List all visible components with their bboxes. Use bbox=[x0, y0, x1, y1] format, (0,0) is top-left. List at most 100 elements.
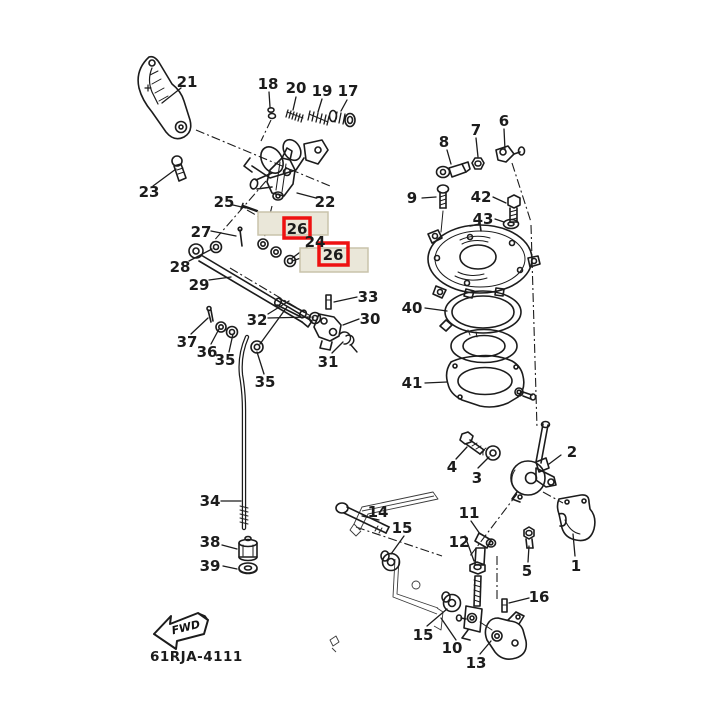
part-callout-15: 15 bbox=[392, 519, 413, 537]
part-39-washer bbox=[238, 562, 258, 575]
part-34-throttle-rod bbox=[238, 334, 250, 531]
part-40-retaining-ring bbox=[439, 290, 522, 338]
part-callout-43: 43 bbox=[473, 210, 494, 228]
part-38-nut bbox=[238, 535, 258, 562]
fwd-direction-arrow: FWD bbox=[153, 612, 209, 650]
highlight-layer: 26 26 bbox=[257, 211, 369, 273]
part-37-cotter-pin bbox=[206, 305, 214, 323]
part-callout-13: 13 bbox=[466, 654, 487, 672]
part-18-pin bbox=[267, 107, 277, 120]
part-callout-35: 35 bbox=[255, 373, 276, 391]
part-12-nut bbox=[469, 561, 486, 575]
part-callout-23: 23 bbox=[139, 183, 160, 201]
part-callout-20: 20 bbox=[286, 79, 307, 97]
part-30-link-joint bbox=[313, 313, 342, 351]
part-callout-2: 2 bbox=[567, 443, 577, 461]
part-33-pin bbox=[325, 294, 332, 310]
part-callout-1: 1 bbox=[571, 557, 581, 575]
part-43-washer bbox=[502, 218, 520, 230]
part-callout-22: 22 bbox=[315, 193, 336, 211]
highlight-target-box[interactable] bbox=[317, 241, 350, 267]
highlight-band bbox=[299, 247, 369, 273]
part-1-cam-bracket bbox=[556, 494, 596, 542]
part-15-bushing-a bbox=[380, 550, 401, 572]
part-callout-3: 3 bbox=[472, 469, 482, 487]
part-27-pin bbox=[237, 226, 243, 247]
part-callout-34: 34 bbox=[200, 492, 221, 510]
highlighted-part-callout: 26 bbox=[323, 246, 344, 264]
part-29-link-rod bbox=[188, 243, 313, 328]
highlighted-callout-26-1[interactable]: 26 bbox=[257, 211, 329, 240]
part-callout-9: 9 bbox=[407, 189, 417, 207]
part-callout-7: 7 bbox=[471, 121, 481, 139]
part-callout-39: 39 bbox=[200, 557, 221, 575]
part-10-adjuster-rod-clamp bbox=[455, 575, 493, 641]
figure-code: 61RJA-4111 bbox=[150, 649, 243, 665]
part-callout-32: 32 bbox=[247, 311, 268, 329]
part-16-pin bbox=[501, 598, 508, 613]
part-callout-40: 40 bbox=[402, 299, 423, 317]
part-23-bolt bbox=[171, 155, 187, 182]
highlighted-callout-26-2[interactable]: 26 bbox=[299, 241, 369, 273]
highlight-target-box[interactable] bbox=[282, 216, 312, 240]
part-13-lever-bracket bbox=[484, 611, 528, 660]
part-callout-15: 15 bbox=[413, 626, 434, 644]
part-35-washer-b bbox=[250, 340, 264, 354]
part-callout-30: 30 bbox=[360, 310, 381, 328]
part-36-washer bbox=[215, 321, 227, 333]
part-callout-42: 42 bbox=[471, 188, 492, 206]
part-callout-14: 14 bbox=[368, 503, 389, 521]
part-callout-33: 33 bbox=[358, 288, 379, 306]
part-callout-21: 21 bbox=[177, 73, 198, 91]
part-20-spring bbox=[285, 109, 304, 123]
part-callout-24: 24 bbox=[305, 233, 326, 251]
part-5-bolt bbox=[523, 526, 535, 549]
part-25-screw bbox=[240, 202, 259, 213]
part-22-bell-crank bbox=[249, 147, 296, 201]
control-plate bbox=[427, 223, 541, 299]
part-26-bushing-a bbox=[257, 238, 269, 250]
part-24-bushing bbox=[270, 246, 282, 258]
gasket-ring bbox=[450, 328, 518, 364]
part-35-washer-a bbox=[225, 325, 239, 339]
part-41-base-bracket bbox=[445, 354, 537, 408]
part-callout-37: 37 bbox=[177, 333, 198, 351]
part-6-cable-fitting bbox=[495, 145, 526, 163]
part-9-bolt bbox=[436, 184, 450, 233]
part-2-throttle-cam bbox=[510, 420, 557, 503]
part-callout-6: 6 bbox=[499, 112, 509, 130]
part-callout-10: 10 bbox=[442, 639, 463, 657]
part-callout-38: 38 bbox=[200, 533, 221, 551]
part-callout-31: 31 bbox=[318, 353, 339, 371]
ghost-reference-parts bbox=[329, 491, 444, 653]
part-callout-5: 5 bbox=[522, 562, 532, 580]
part-callout-16: 16 bbox=[529, 588, 550, 606]
part-callout-11: 11 bbox=[459, 504, 480, 522]
part-15-bushing-b bbox=[441, 591, 462, 613]
part-callout-12: 12 bbox=[449, 533, 470, 551]
part-3-bushing bbox=[482, 445, 501, 461]
part-26-bushing-b bbox=[283, 254, 297, 268]
part-callout-35: 35 bbox=[215, 351, 236, 369]
part-callout-41: 41 bbox=[402, 374, 423, 392]
part-callout-27: 27 bbox=[191, 223, 212, 241]
part-14-bolt bbox=[335, 502, 390, 534]
part-callout-29: 29 bbox=[189, 276, 210, 294]
part-callout-25: 25 bbox=[214, 193, 235, 211]
part-28-washer bbox=[209, 240, 223, 254]
part-callout-18: 18 bbox=[258, 75, 279, 93]
part-8-fitting bbox=[435, 161, 471, 179]
part-21-throttle-arm bbox=[137, 55, 192, 140]
part-7-nut bbox=[471, 157, 485, 170]
part-callout-19: 19 bbox=[312, 82, 333, 100]
part-17-spring-screw bbox=[328, 109, 356, 128]
highlighted-part-callout: 26 bbox=[287, 220, 308, 238]
part-31-spring bbox=[339, 331, 358, 353]
part-callout-28: 28 bbox=[170, 258, 191, 276]
part-callout-36: 36 bbox=[197, 343, 218, 361]
part-callout-8: 8 bbox=[439, 133, 449, 151]
